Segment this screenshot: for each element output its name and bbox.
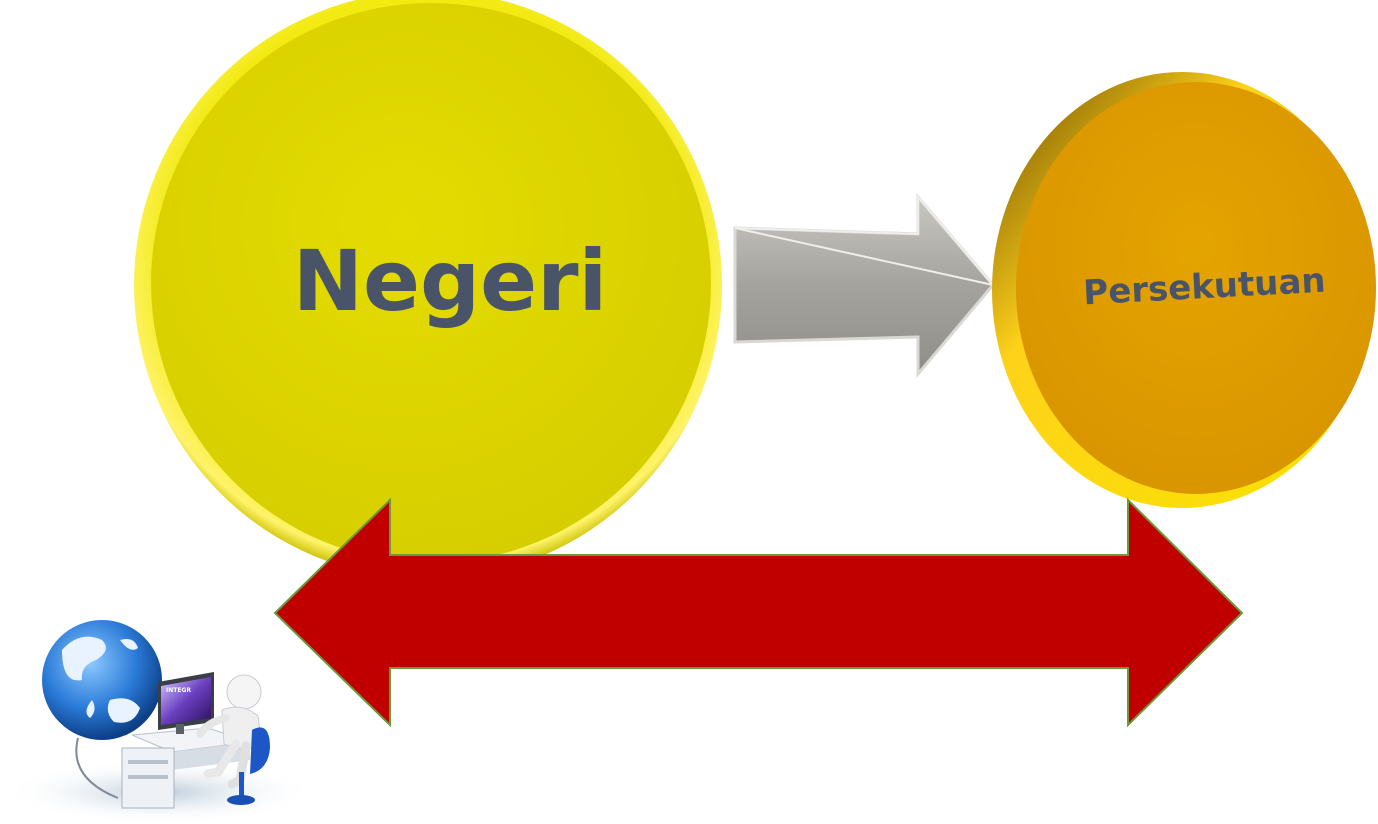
grey-arrow: [733, 192, 996, 379]
federal-node: Persekutuan: [992, 72, 1376, 508]
computer-user-clipart: INTEGR: [5, 620, 315, 824]
red-double-arrow: [273, 497, 1244, 728]
chair-icon: [227, 727, 270, 805]
globe-icon: [42, 620, 162, 740]
desk-icon: [121, 727, 251, 809]
state-node: Negeri: [134, 0, 722, 579]
monitor-screen-text: INTEGR: [166, 687, 191, 694]
monitor-icon: INTEGR: [158, 672, 214, 734]
state-label: Negeri: [293, 232, 608, 330]
